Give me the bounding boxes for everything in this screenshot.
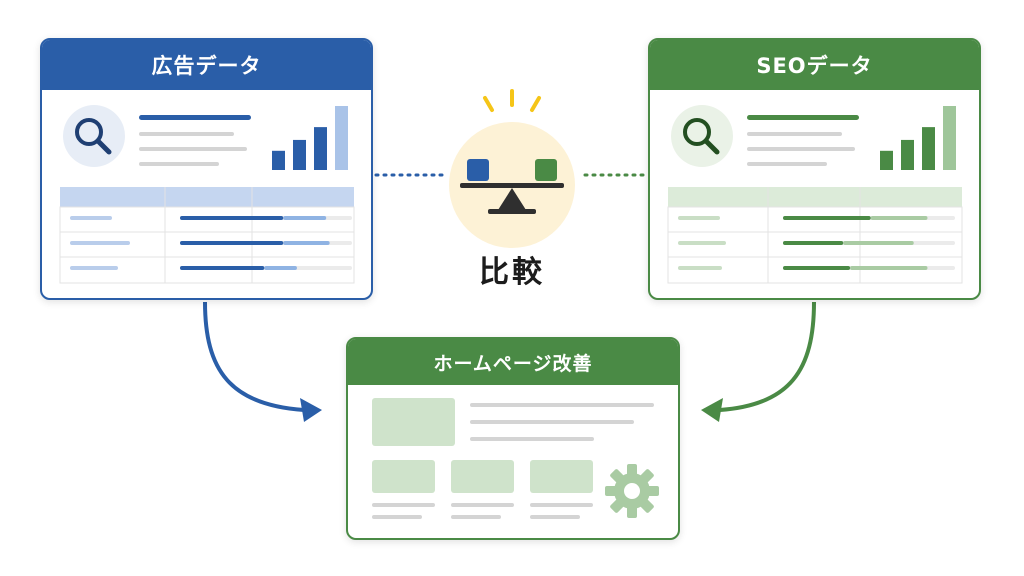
content-card (530, 460, 593, 519)
bar-mark (943, 106, 956, 170)
progress-fill-light (843, 241, 914, 245)
bar-mark (901, 139, 914, 170)
hero-text-lines (470, 403, 654, 441)
ad-text-lines (139, 115, 251, 166)
seo-data-title: SEOデータ (650, 40, 979, 90)
seo-panel-content (667, 105, 963, 284)
ad-data-panel: 広告データ (40, 38, 373, 300)
compare-label: 比較 (479, 255, 545, 290)
seo-table (667, 187, 963, 284)
progress-fill-light (850, 266, 928, 270)
seo-arrowhead-icon (701, 398, 723, 422)
bar-mark (880, 150, 893, 170)
seo-row-progress (783, 216, 955, 270)
seo-to-homepage-arrow (719, 301, 816, 412)
bar-mark (922, 127, 935, 170)
progress-fill (783, 216, 871, 220)
gear-icon (605, 464, 659, 518)
ad-data-title: 広告データ (42, 40, 371, 90)
seo-text-lines (747, 115, 859, 166)
progress-fill (783, 266, 851, 270)
bar-mark (335, 106, 348, 170)
progress-fill (180, 241, 284, 245)
progress-fill (783, 241, 844, 245)
progress-fill-light (264, 266, 297, 270)
magnifier-icon (671, 105, 733, 167)
seo-bar-chart (880, 106, 956, 170)
progress-fill-light (283, 216, 327, 220)
progress-fill (180, 266, 265, 270)
bar-mark (293, 139, 306, 170)
ad-bar-chart (272, 106, 348, 170)
seo-data-panel: SEOデータ (648, 38, 981, 300)
ad-table (59, 187, 355, 284)
ad-row-progress (180, 216, 352, 270)
content-card (372, 460, 435, 519)
bar-mark (314, 127, 327, 170)
balance-scale-icon (460, 159, 564, 214)
homepage-improvement-title: ホームページ改善 (348, 339, 678, 385)
homepage-improvement-panel: ホームページ改善 (346, 337, 680, 540)
ad-to-homepage-arrow (203, 301, 305, 412)
progress-fill-light (283, 241, 330, 245)
bar-mark (272, 150, 285, 170)
hero-image-placeholder (372, 398, 455, 446)
progress-fill-light (870, 216, 928, 220)
progress-fill (180, 216, 284, 220)
homepage-wireframe (372, 398, 659, 519)
ad-arrowhead-icon (300, 398, 322, 422)
content-card (451, 460, 514, 519)
light-rays-icon (483, 89, 541, 112)
ad-panel-content (59, 105, 355, 284)
magnifier-icon (63, 105, 125, 167)
